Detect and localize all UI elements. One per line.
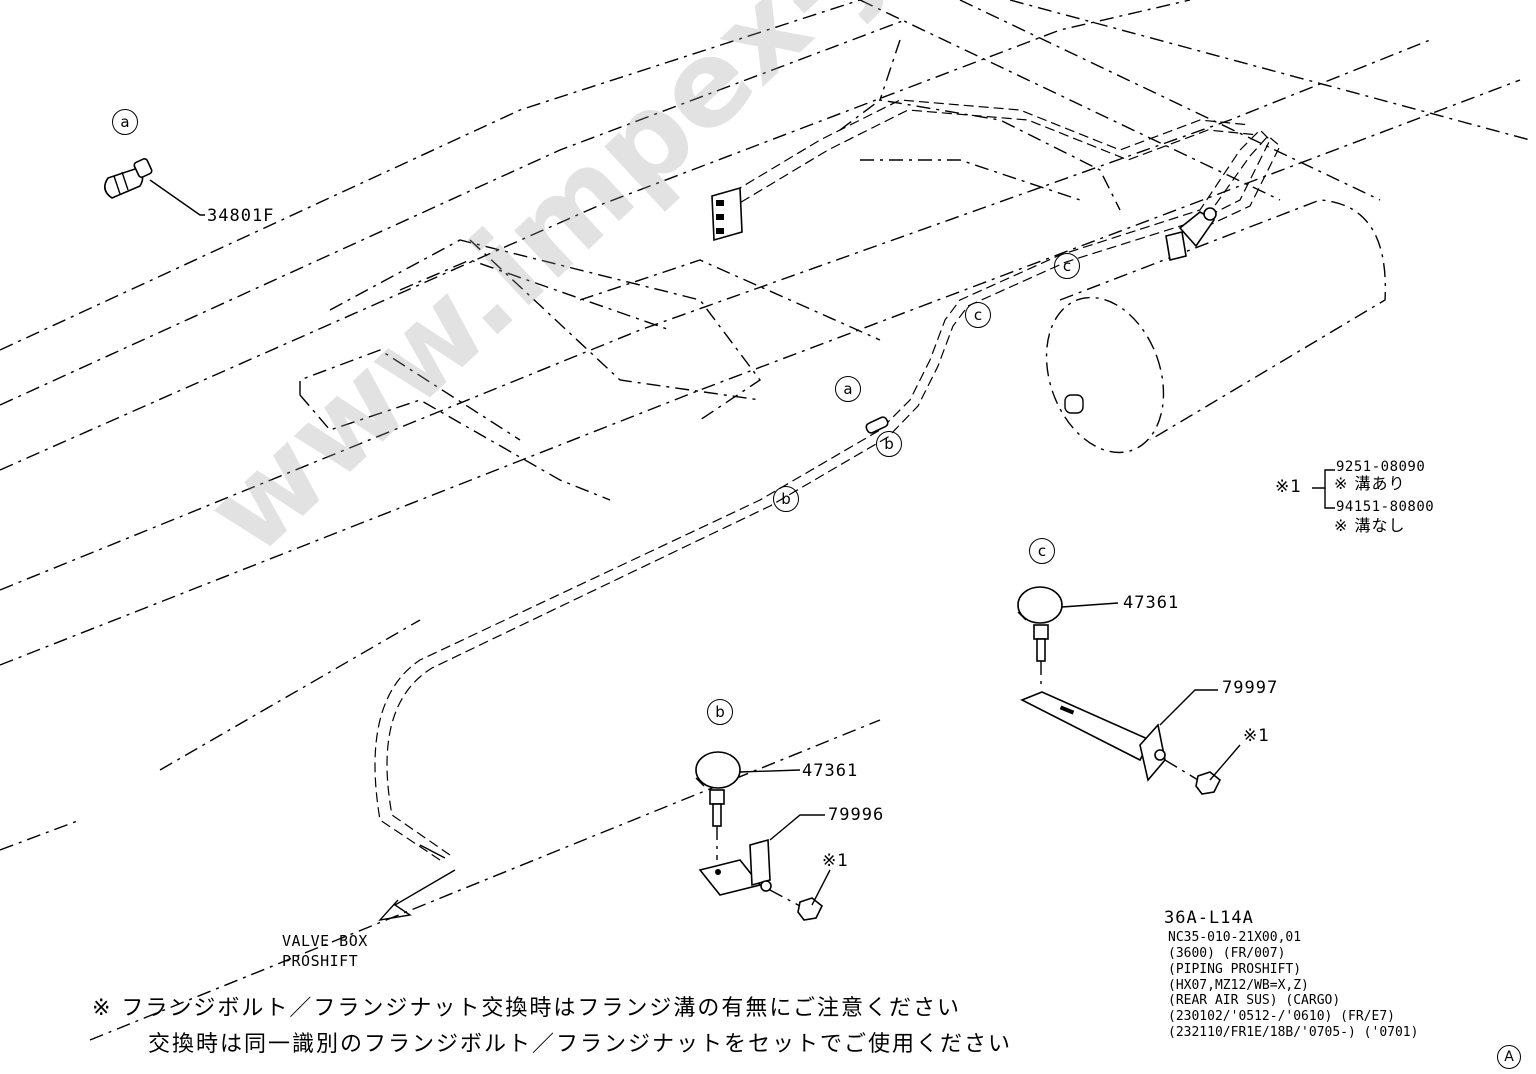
- proshift-label: PROSHIFT: [282, 952, 359, 970]
- part-79997-label: 79997: [1222, 678, 1279, 698]
- callout-b-pipe-lower: b: [773, 486, 799, 512]
- detail-b-assembly: [695, 751, 831, 921]
- reference-details: NC35-010-21X00,01 (3600) (FR/007) (PIPIN…: [1168, 930, 1418, 1041]
- valve-box-leader: [378, 844, 456, 922]
- note-ref-c-label: ※1: [1243, 726, 1271, 746]
- footnote-line1: ※ フランジボルト／フランジナット交換時はフランジ溝の有無にご注意ください: [92, 996, 961, 1021]
- callout-a-top: a: [112, 109, 138, 135]
- reference-line: (230102/'0512-/'0610) (FR/E7): [1168, 1009, 1395, 1025]
- part-47361-c-label: 47361: [1123, 593, 1180, 613]
- callout-b-pipe: b: [876, 431, 902, 457]
- reference-line: NC35-010-21X00,01: [1168, 930, 1302, 945]
- part-34801f-label: 34801F: [207, 206, 275, 226]
- air-piping: [374, 99, 1281, 861]
- callout-c-detail: c: [1029, 538, 1055, 564]
- callout-b-detail: b: [707, 699, 733, 725]
- callout-a-mid: a: [835, 376, 861, 402]
- reference-line: (232110/FR1E/18B/'0705-) ('0701): [1168, 1025, 1419, 1041]
- nut-option1-desc: ※ 溝あり: [1334, 474, 1406, 493]
- reference-line: (3600) (FR/007): [1168, 945, 1286, 961]
- fitting-on-pipe: [865, 416, 889, 434]
- detail-c-assembly: [1017, 586, 1241, 795]
- chassis-frame: [0, 0, 1531, 1041]
- callout-c-pipe-lower: c: [965, 302, 991, 328]
- air-tank: [1045, 199, 1387, 454]
- fitting-34801f-detail: [104, 157, 205, 216]
- reference-line: (PIPING PROSHIFT): [1168, 961, 1302, 977]
- nut-option1-part: 9251-08090: [1336, 459, 1426, 475]
- nut-option2-desc: ※ 溝なし: [1334, 516, 1406, 535]
- reference-code: 36A-L14A: [1164, 908, 1254, 928]
- part-47361-b-label: 47361: [802, 761, 859, 781]
- connector-block: [711, 186, 743, 242]
- nut-note-marker: ※1: [1275, 477, 1303, 497]
- nut-note-bracket: [1312, 469, 1335, 509]
- part-79996-label: 79996: [828, 805, 885, 825]
- footnote-line2: 交換時は同一識別のフランジボルト／フランジナットをセットでご使用ください: [148, 1032, 1013, 1057]
- note-ref-b-label: ※1: [822, 851, 850, 871]
- valve-box-label: VALVE BOX: [282, 932, 368, 950]
- sheet-marker-a: A: [1497, 1045, 1521, 1069]
- callout-c-pipe: c: [1054, 253, 1080, 279]
- reference-line: (REAR AIR SUS) (CARGO): [1168, 993, 1341, 1009]
- reference-line: (HX07,MZ12/WB=X,Z): [1168, 977, 1309, 993]
- tank-valve: [1165, 207, 1217, 261]
- nut-option2-part: 94151-80800: [1336, 499, 1435, 515]
